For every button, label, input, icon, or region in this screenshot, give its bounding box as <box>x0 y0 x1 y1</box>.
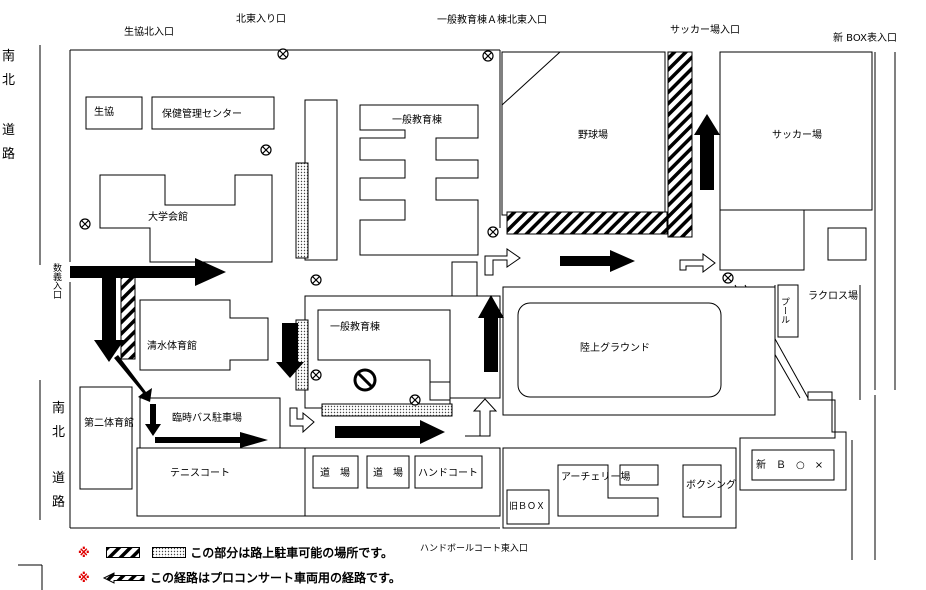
gate-label: 一般教育棟Ａ棟北東入口 <box>437 13 547 26</box>
archery-building <box>557 464 659 517</box>
road-label-char: 路 <box>2 146 15 162</box>
building-label: 一般教育棟 <box>330 320 380 333</box>
road-label-char: 路 <box>52 494 65 510</box>
legend-parking-text: この部分は路上駐車可能の場所です。 <box>190 546 394 560</box>
legend-route: ※ この経路はプロコンサート車両用の経路です。 <box>78 569 401 586</box>
gate-label: 生協北入口 <box>124 25 174 38</box>
old-box-building <box>506 489 550 525</box>
arrow-diagonal <box>114 355 152 402</box>
no-parking-icon <box>353 368 377 392</box>
dojo-1-building <box>312 455 359 489</box>
seikyo-building <box>85 96 143 130</box>
gate-label: 新 BOX表入口 <box>833 31 897 44</box>
closed-gate-icon <box>79 218 91 230</box>
arrow-main-south <box>94 276 124 362</box>
building-label: 一般教育棟 <box>392 113 442 126</box>
building-label: 野球場 <box>578 128 608 141</box>
arrow-down-small <box>145 404 161 436</box>
road-label-char: 北 <box>52 425 65 440</box>
building-label: ハンドコート <box>418 468 478 479</box>
legend-route-text: この経路はプロコンサート車両用の経路です。 <box>150 571 401 585</box>
legend-route-arrow-icon <box>102 572 145 584</box>
parking-zones <box>120 51 693 417</box>
legend-hatch-swatch <box>105 547 140 558</box>
parking-dotted-1 <box>295 162 309 259</box>
legend-mark: ※ <box>78 546 90 560</box>
concert-route-lane <box>120 276 136 360</box>
parking-hatched-baseball <box>506 211 668 235</box>
building-label: 道 場 <box>320 466 350 479</box>
closed-gate-icon <box>722 272 734 284</box>
tennis-court <box>136 447 306 517</box>
legend-mark: ※ <box>78 571 90 585</box>
road-label-char: 道 <box>2 123 15 138</box>
soccer-field <box>719 51 873 211</box>
arrow-bus-east <box>155 432 268 448</box>
road-label-char: 道 <box>52 471 65 486</box>
outline-arrows <box>289 248 716 437</box>
closed-gate-icon <box>260 144 272 156</box>
building-label: ボクシング <box>686 478 736 491</box>
building-label: ラクロス場 <box>808 289 858 302</box>
buildings <box>79 51 873 529</box>
map-labels: 南 北 道 路 南 北 道 路 生協北入口 北東入り口 一般教育棟Ａ棟北東入口 … <box>2 12 897 554</box>
building-label: 清水体育館 <box>147 339 197 352</box>
building-label: 旧ＢＯＸ <box>509 501 545 512</box>
parking-dotted-3 <box>321 403 453 417</box>
closed-gate-icon <box>277 48 289 60</box>
dojo-2-building <box>366 455 410 489</box>
closed-gate-icon <box>487 226 499 238</box>
gate-label: 北東入り口 <box>236 12 286 25</box>
gate-label: サッカー場入口 <box>670 23 740 36</box>
arrow-gym-down <box>276 323 304 378</box>
road-label-char: 南 <box>52 400 65 416</box>
building-label: 新 Ｂ ○ × <box>756 458 823 471</box>
legend-parking: ※ この部分は路上駐車可能の場所です。 <box>78 544 393 561</box>
parking-hatched-soccer <box>667 51 693 238</box>
closed-gate-icon <box>409 394 421 406</box>
building-label: 保健管理センター <box>162 107 242 120</box>
arrow-main-east <box>70 258 226 286</box>
pool <box>777 284 799 338</box>
boxing-building <box>682 464 722 518</box>
arrow-track-north <box>478 295 504 372</box>
closed-gate-icon <box>310 369 322 381</box>
road-label-char: 北 <box>2 73 15 88</box>
arrow-south-east <box>335 420 445 444</box>
building-label: 生協 <box>94 105 114 118</box>
road-label-char: 南 <box>2 48 15 64</box>
building-label: プール <box>779 297 790 324</box>
closed-gate-icon <box>310 274 322 286</box>
general-ed-north-building <box>359 104 479 256</box>
building-label: アーチェリー場 <box>561 470 630 483</box>
building-label: 第二体育館 <box>84 416 134 429</box>
closed-gate-icon <box>482 50 494 62</box>
second-gym-building <box>79 386 133 490</box>
gate-label: 数義入口 <box>51 262 62 299</box>
gate-label: ハンドボールコート東入口 <box>420 542 528 554</box>
legend-dots-swatch <box>152 547 187 558</box>
handball-court <box>414 455 483 489</box>
arrow-field-east <box>560 250 635 272</box>
shimizu-gym-building <box>139 299 269 371</box>
health-center-building <box>151 96 275 130</box>
building-label: サッカー場 <box>772 128 822 141</box>
route-arrows <box>70 114 720 448</box>
building-label: 臨時バス駐車場 <box>172 411 242 424</box>
building-label: 大学会館 <box>148 210 188 223</box>
university-hall-building <box>99 174 273 263</box>
arrow-soccer-north <box>694 114 720 190</box>
building-label: 道 場 <box>373 466 403 479</box>
building-label: 陸上グラウンド <box>580 341 650 354</box>
building-label: テニスコート <box>170 468 230 479</box>
